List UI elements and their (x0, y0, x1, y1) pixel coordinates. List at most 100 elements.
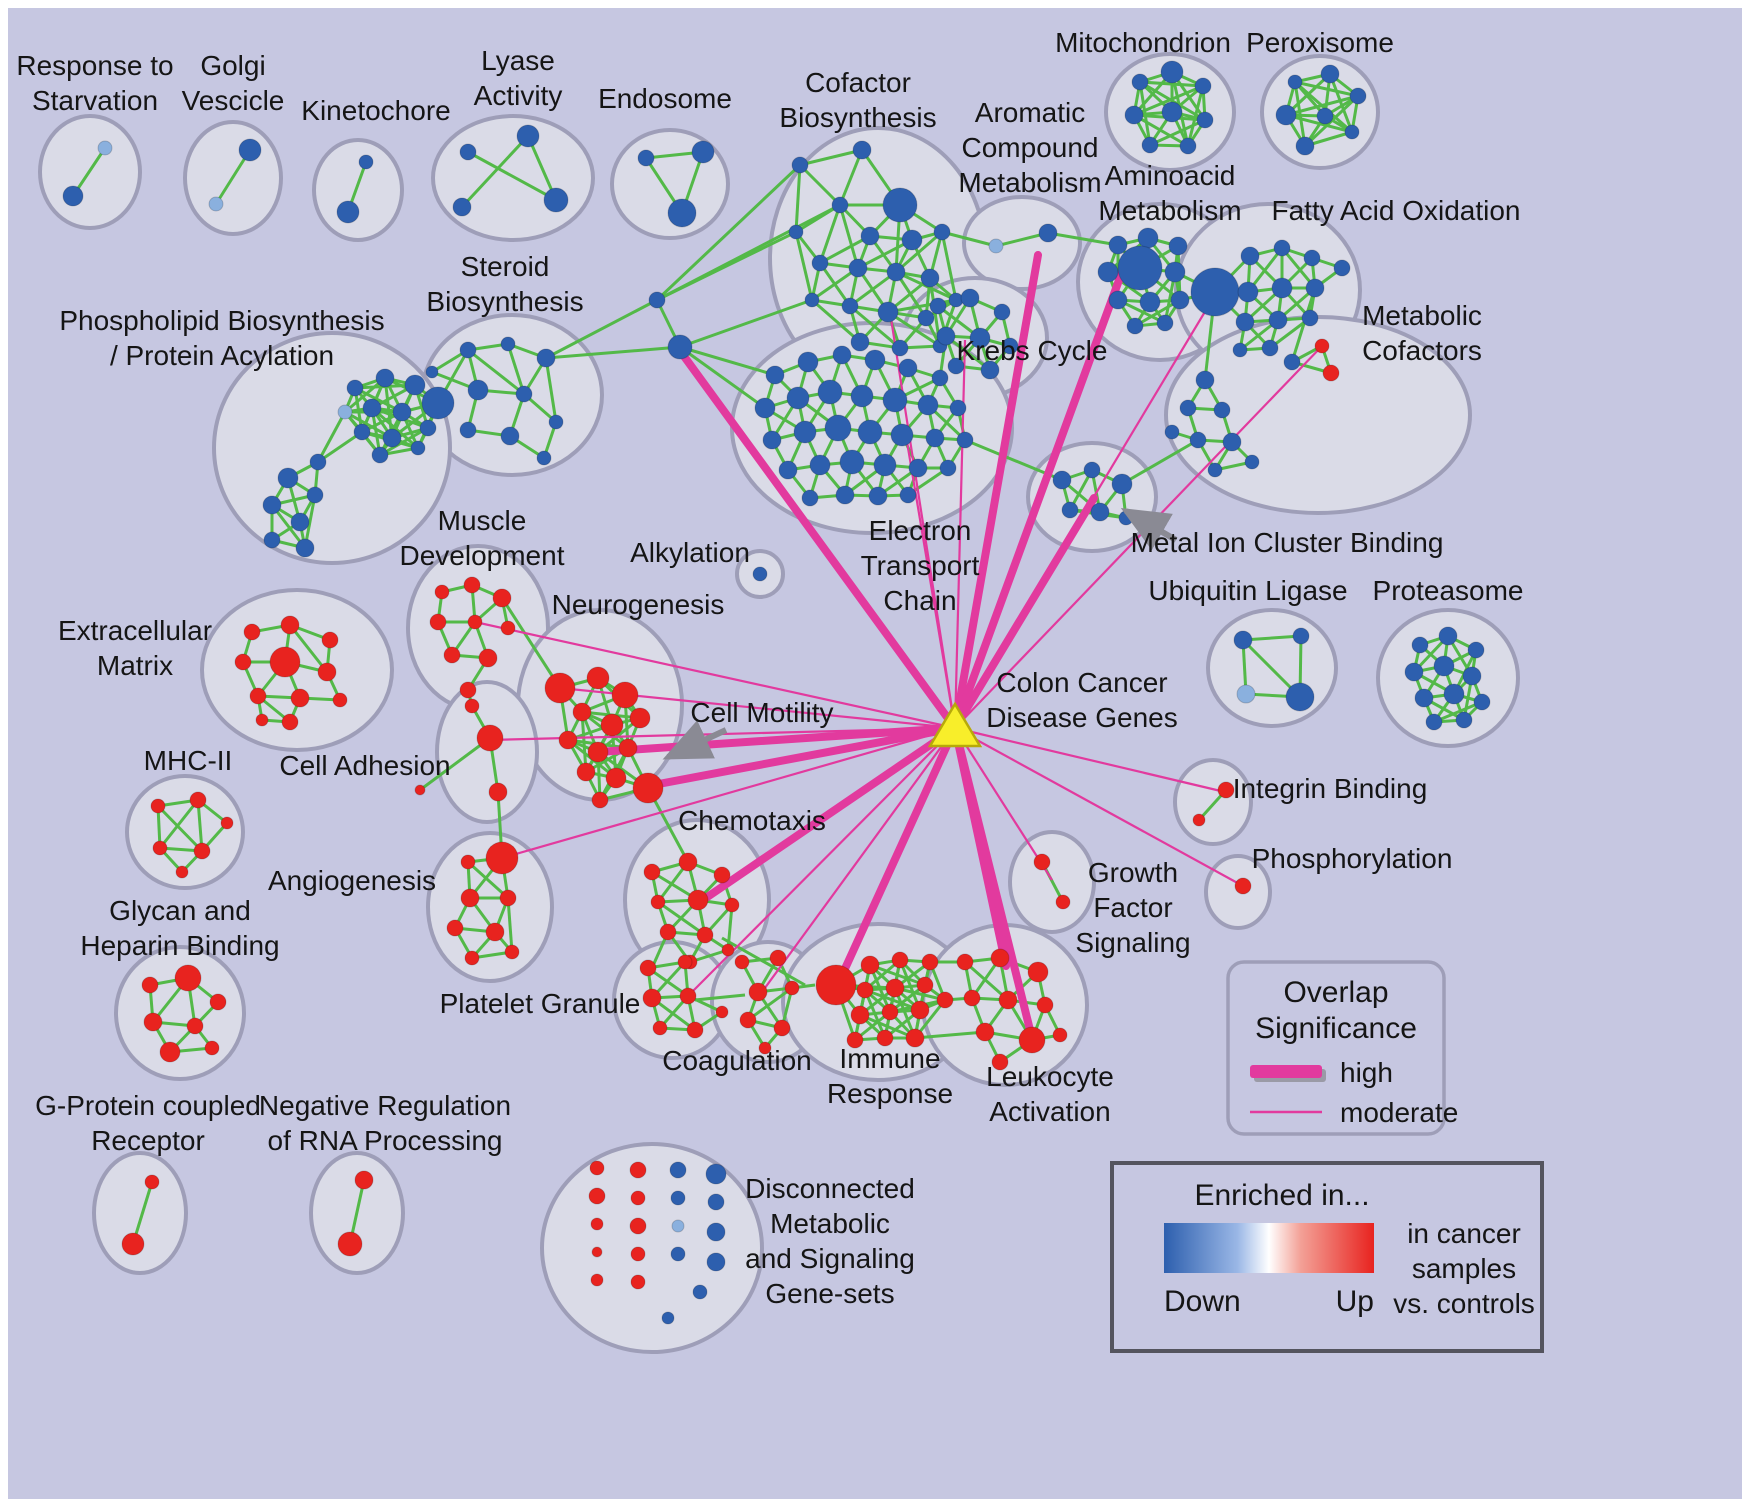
gene-set-edge (940, 231, 958, 301)
overlap-edge-moderate (954, 727, 1053, 881)
gene-set-node-cofactor-biosynthesis (848, 258, 868, 278)
gene-set-node-neurogenesis (632, 772, 664, 804)
cluster-label-cofactor-biosynthesis: Cofactor (805, 67, 911, 98)
gene-set-node-muscle-development (492, 588, 512, 608)
gene-set-node-growth-factor-signaling (1033, 853, 1051, 871)
gene-set-node-glycan-heparin-binding (143, 1012, 163, 1032)
nodes-layer (62, 60, 1491, 1325)
gene-set-node-electron-transport-chain (817, 379, 843, 405)
gene-set-node-disconnected-gene-sets (590, 1273, 604, 1287)
gene-set-node-mhc-ii (152, 840, 168, 856)
gene-set-node-peroxisome (1320, 64, 1340, 84)
gene-set-node-chemotaxis (678, 852, 698, 872)
gene-set-node-muscle-development (478, 648, 498, 668)
gene-set-edge (838, 204, 860, 269)
gene-set-node-proteasome (1473, 693, 1491, 711)
gene-set-node-immune-response (876, 1029, 894, 1047)
gene-set-node-metabolic-cofactors (1207, 462, 1223, 478)
cluster-label-muscle-development: Muscle (438, 505, 527, 536)
gene-set-node-steroid-biosynthesis (425, 365, 439, 379)
gene-set-node-electron-transport-chain (793, 420, 817, 444)
gene-set-node-cofactor-biosynthesis (917, 309, 935, 327)
gene-set-node-extracellular-matrix (280, 615, 300, 635)
gene-set-node-endosome (667, 198, 697, 228)
gene-set-node-metabolic-cofactors (1195, 370, 1215, 390)
gene-set-node-steroid-biosynthesis (536, 348, 556, 368)
gene-set-node-kinetochore (336, 200, 360, 224)
gene-set-edge (747, 986, 793, 1022)
cluster-label-phosphorylation: Phosphorylation (1252, 843, 1453, 874)
cluster-boundary-cell-adhesion (435, 680, 539, 824)
gene-set-node-ubiquitin-ligase (1233, 630, 1253, 650)
cluster-label-cell-adhesion: Cell Adhesion (279, 750, 450, 781)
gene-set-node-immune-response (850, 1005, 870, 1025)
cluster-label-fatty-acid-oxidation: Fatty Acid Oxidation (1271, 195, 1520, 226)
gene-set-node-phospholipid-biosynthesis (410, 440, 426, 456)
cluster-label-growth-factor-signaling: Signaling (1075, 927, 1190, 958)
gene-set-node-krebs-cycle (980, 360, 1000, 380)
gene-set-node-electron-transport-chain (939, 459, 957, 477)
cluster-label-lyase-activity: Lyase (481, 45, 555, 76)
gene-set-node-cofactor-biosynthesis (850, 332, 870, 352)
gene-set-node-metabolic-cofactors (1314, 338, 1330, 354)
gene-set-node-krebs-cycle (960, 288, 980, 308)
gene-set-node-extracellular-matrix (249, 687, 267, 705)
cluster-label-metabolic-cofactors: Cofactors (1362, 335, 1482, 366)
gene-set-node-electron-transport-chain (857, 419, 883, 445)
overlap-edge-high (674, 344, 959, 732)
cluster-label-golgi-vescicle: Vescicle (182, 85, 285, 116)
gene-set-node-mitochondrion (1160, 60, 1184, 84)
cluster-label-aminoacid-metabolism: Aminoacid (1105, 160, 1236, 191)
gene-set-node-phospholipid-biosynthesis (346, 379, 364, 397)
gene-set-edge (849, 270, 897, 308)
gene-set-edge (467, 150, 557, 202)
gene-set-edge (887, 310, 941, 348)
gene-set-node-phospholipid-biosynthesis (306, 486, 324, 504)
gene-set-node-leukocyte-activation (1027, 961, 1049, 983)
gene-set-edge (544, 357, 558, 423)
gene-set-node-cofactor-biosynthesis (886, 262, 906, 282)
cluster-label-chemotaxis: Chemotaxis (678, 805, 826, 836)
gene-set-node-angiogenesis (504, 944, 520, 960)
gene-set-node-phospholipid-biosynthesis (421, 386, 455, 420)
gene-set-node-disconnected-gene-sets (629, 1161, 647, 1179)
cluster-boundary-disconnected-gene-sets (540, 1142, 764, 1354)
gene-set-node-phospholipid-biosynthesis (277, 467, 299, 489)
gene-set-node-response-to-starvation (62, 185, 84, 207)
gene-set-edge (818, 204, 842, 264)
gene-set-node-proteasome (1414, 688, 1434, 708)
gene-set-node-electron-transport-chain (786, 386, 810, 410)
gene-set-node-extracellular-matrix (317, 662, 337, 682)
overlap-edge-high (834, 724, 959, 988)
gene-set-node-cofactor-biosynthesis (882, 187, 918, 223)
gene-set-node-cofactor-biosynthesis (877, 301, 899, 323)
gene-set-node-steroid-biosynthesis (467, 379, 489, 401)
gene-set-node-peroxisome (1275, 104, 1297, 126)
cluster-label-extracellular-matrix: Matrix (97, 650, 173, 681)
gene-set-node-phospholipid-biosynthesis (263, 531, 281, 549)
gene-set-edge (964, 960, 1009, 1002)
gene-set-edge (466, 860, 510, 900)
gene-set-node-immune-response (910, 1000, 930, 1020)
gene-set-edge (795, 203, 841, 234)
gene-set-node-metabolic-cofactors (1222, 432, 1242, 452)
cluster-label-disconnected-gene-sets: and Signaling (745, 1243, 915, 1274)
overlap-edge-moderate (761, 727, 956, 993)
gene-set-node-mitochondrion (1194, 77, 1212, 95)
cluster-label-extracellular-matrix: Extracellular (58, 615, 212, 646)
gene-set-node-neurogenesis (605, 767, 627, 789)
gene-set-node-fatty-acid-oxidation (1235, 312, 1255, 332)
cluster-label-disconnected-gene-sets: Metabolic (770, 1208, 890, 1239)
gene-set-node-glycan-heparin-binding (174, 964, 202, 992)
gene-set-node-aminoacid-metabolism (1137, 227, 1159, 249)
gene-set-edge-cross (656, 203, 841, 302)
gene-set-node-negative-regulation-of-rna-processing (337, 1231, 363, 1257)
gene-set-node-cofactor-biosynthesis (791, 156, 809, 174)
gene-set-edge (1328, 73, 1354, 133)
gene-set-node-leukocyte-activation (963, 989, 981, 1007)
gene-set-node-peroxisome (1344, 124, 1360, 140)
gene-set-node-electron-transport-chain (835, 485, 855, 505)
gene-set-node-cell-adhesion (488, 782, 508, 802)
gene-set-node-aminoacid-metabolism (1108, 235, 1128, 255)
legend-enriched-title: Enriched in... (1194, 1179, 1369, 1212)
